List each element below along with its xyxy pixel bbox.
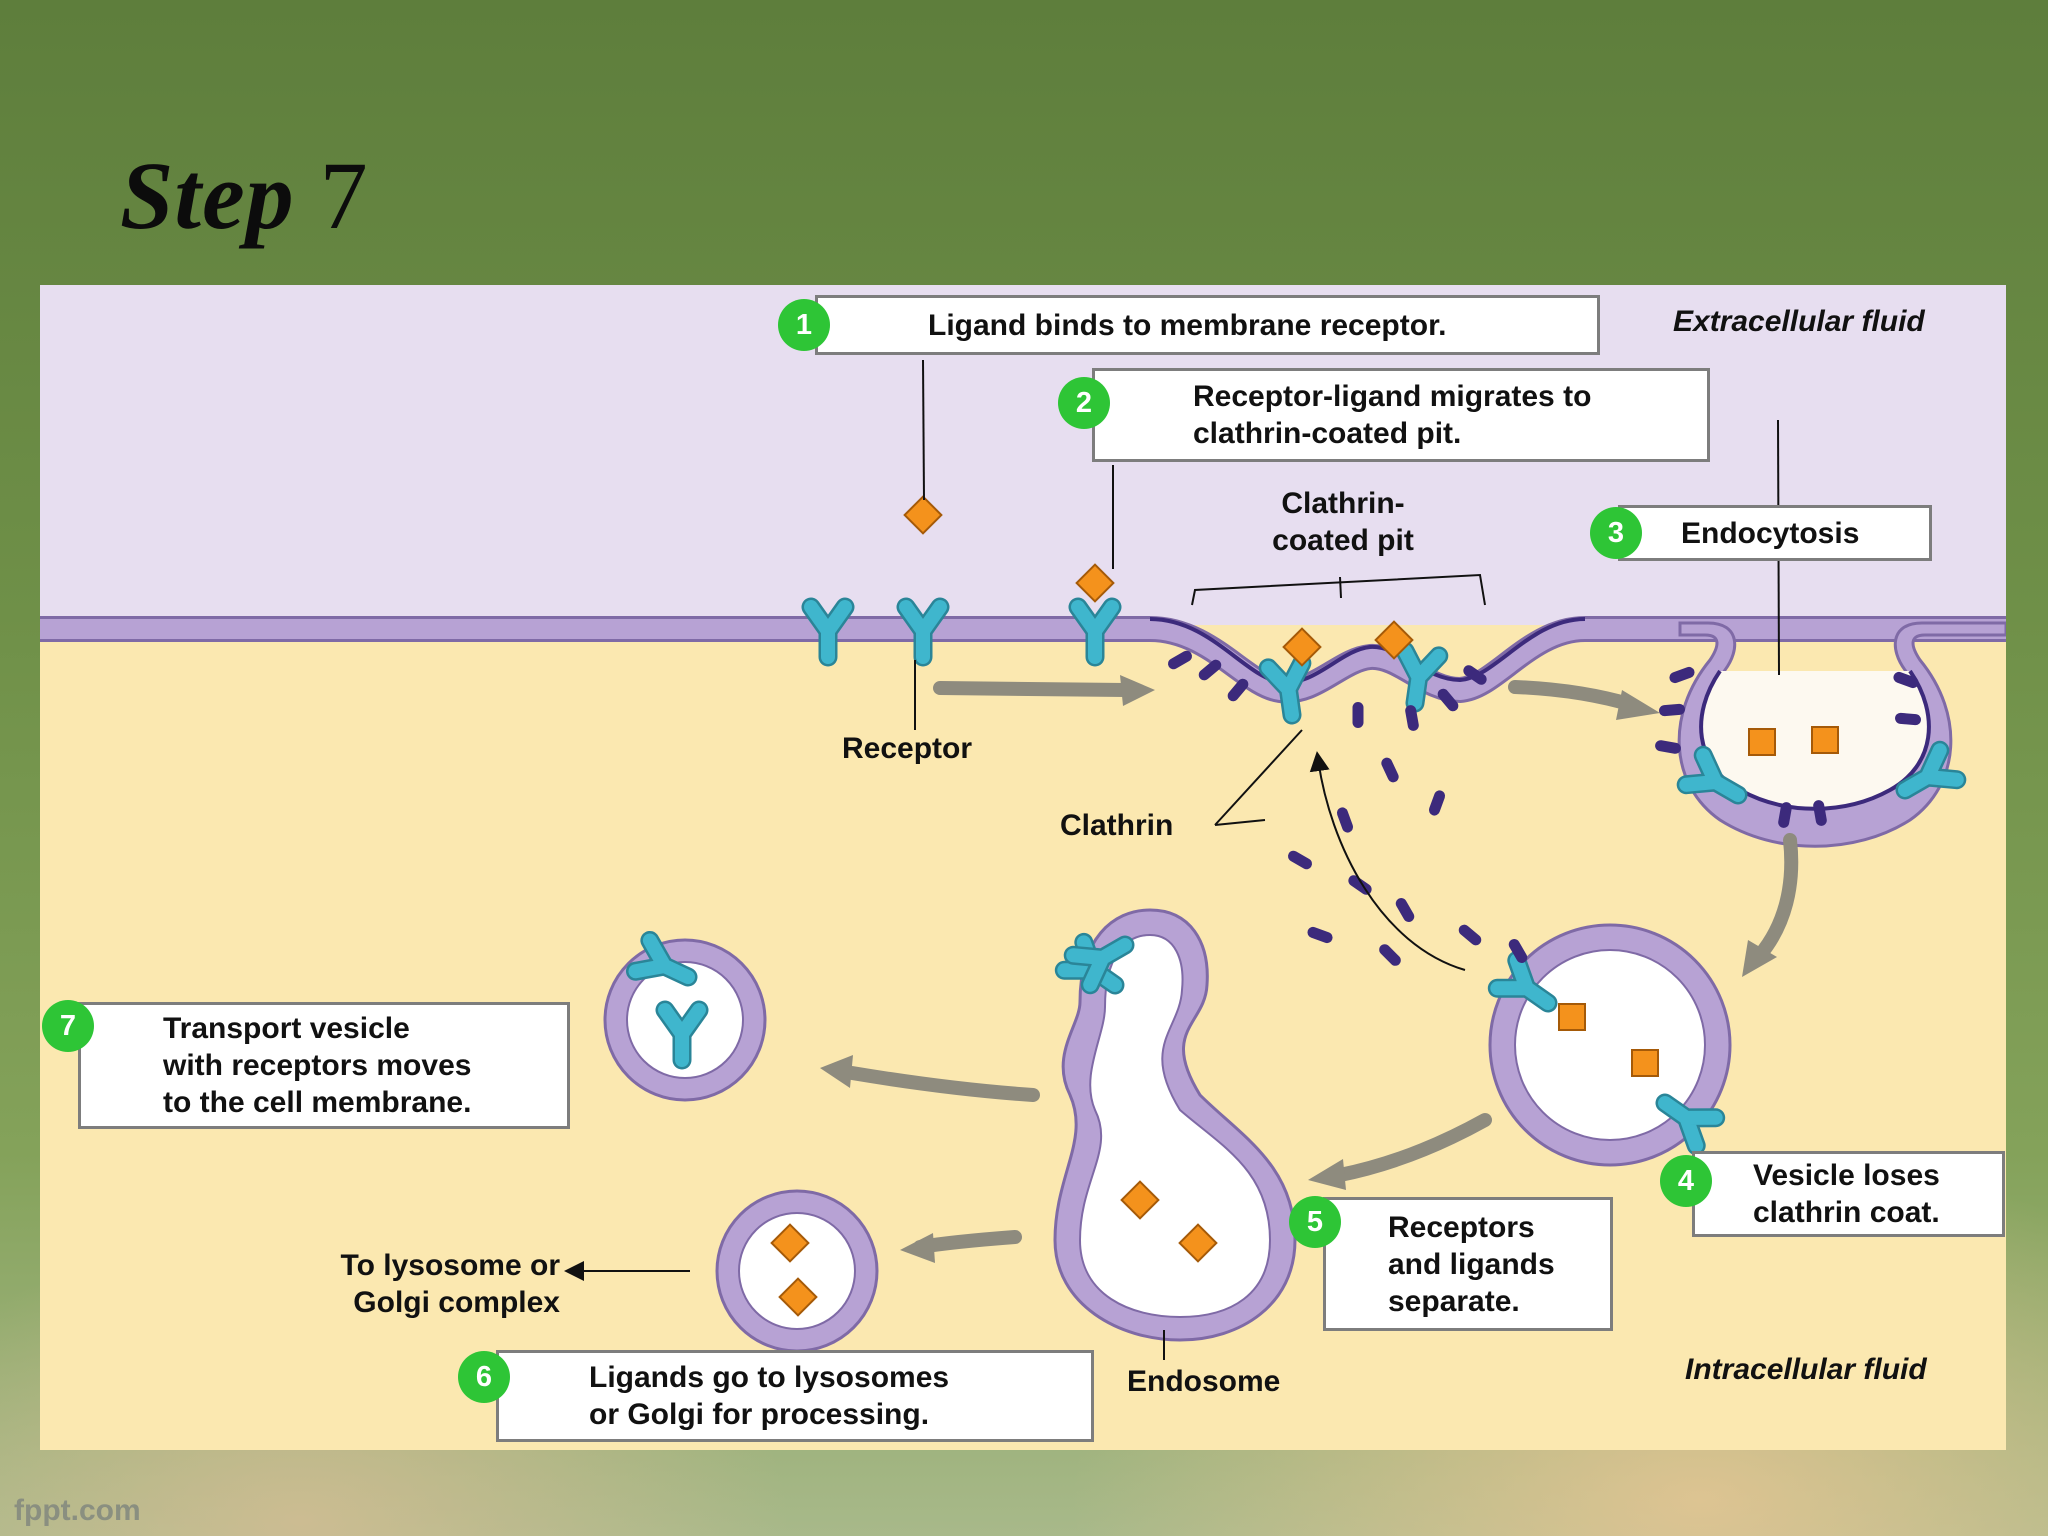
ligand-pit-1 [1282, 627, 1322, 667]
ligand-free [903, 495, 943, 535]
endosome-label: Endosome [1127, 1365, 1281, 1398]
step-4-box: Vesicle loses clathrin coat. [1692, 1151, 2005, 1237]
step-5-badge: 5 [1289, 1196, 1341, 1248]
intracellular-fluid-label: Intracellular fluid [1685, 1353, 1927, 1386]
title-number: 7 [319, 142, 369, 249]
slide-title: Step 7 [120, 140, 369, 251]
step-3-text: Endocytosis [1681, 516, 1860, 550]
step-3-badge: 3 [1590, 507, 1642, 559]
pit-clathrin-lattice [1149, 617, 1586, 685]
ligand-endo-1 [1748, 728, 1776, 756]
ligand-endo-2 [1811, 726, 1839, 754]
step-2-badge: 2 [1058, 377, 1110, 429]
step-1-box: Ligand binds to membrane receptor. [815, 295, 1600, 355]
clathrin-pit-label-line-1: Clathrin- [1281, 487, 1405, 520]
watermark: fppt.com [14, 1494, 141, 1527]
extracellular-fluid-label: Extracellular fluid [1673, 305, 1925, 338]
clathrin-recycle-arrow [1309, 751, 1466, 971]
step-3-box: Endocytosis [1618, 505, 1932, 561]
clathrin-pit-label-line-2: coated pit [1272, 524, 1414, 557]
diagram-panel: Ligand binds to membrane receptor. 1 Rec… [40, 285, 2006, 1450]
step-6-badge: 6 [458, 1351, 510, 1403]
diagram-graphics [40, 359, 2006, 1360]
step-6-box: Ligands go to lysosomes or Golgi for pro… [496, 1350, 1094, 1442]
step-4-text-line-2: clathrin coat. [1753, 1196, 1940, 1229]
title-word: Step [120, 142, 295, 249]
clathrin-pit [1165, 648, 1195, 672]
clathrin-label: Clathrin [1060, 809, 1174, 842]
step-7-text-line-1: Transport vesicle [163, 1012, 410, 1045]
ligand-vesicle-2 [1631, 1049, 1659, 1077]
step-2-text-line-2: clathrin-coated pit. [1193, 417, 1462, 450]
receptor-label: Receptor [842, 732, 973, 765]
step-2-text-line-1: Receptor-ligand migrates to [1193, 380, 1592, 413]
step-7-badge: 7 [42, 1000, 94, 1052]
step-7-box: Transport vesicle with receptors moves t… [78, 1002, 570, 1129]
clathrin-pit-label: Clathrin- coated pit [1268, 485, 1418, 559]
step-5-box: Receptors and ligands separate. [1323, 1197, 1613, 1331]
step-5-text-line-3: separate. [1388, 1284, 1520, 1318]
step-4-badge: 4 [1660, 1155, 1712, 1207]
step-5-text-line-2: and ligands [1388, 1247, 1555, 1281]
step-7-text-line-2: with receptors moves [163, 1049, 472, 1082]
lysosome-golgi-line-2: Golgi complex [353, 1286, 560, 1319]
step-7-text-line-3: to the cell membrane. [163, 1086, 472, 1119]
ligand-vesicle-1 [1558, 1003, 1586, 1031]
step-2-box: Receptor-ligand migrates to clathrin-coa… [1092, 368, 1710, 462]
step-1-badge: 1 [778, 299, 830, 351]
step-5-text-line-1: Receptors [1388, 1210, 1535, 1244]
step-1-text: Ligand binds to membrane receptor. [928, 308, 1447, 342]
step-6-text-line-1: Ligands go to lysosomes [589, 1361, 950, 1394]
ligand-bound [1075, 563, 1115, 603]
step-6-text-line-2: or Golgi for processing. [589, 1398, 930, 1431]
lysosome-golgi-line-1: To lysosome or [340, 1249, 561, 1282]
lysosome-golgi-label: To lysosome or Golgi complex [285, 1247, 561, 1321]
step-4-text-line-1: Vesicle loses [1753, 1159, 1940, 1192]
